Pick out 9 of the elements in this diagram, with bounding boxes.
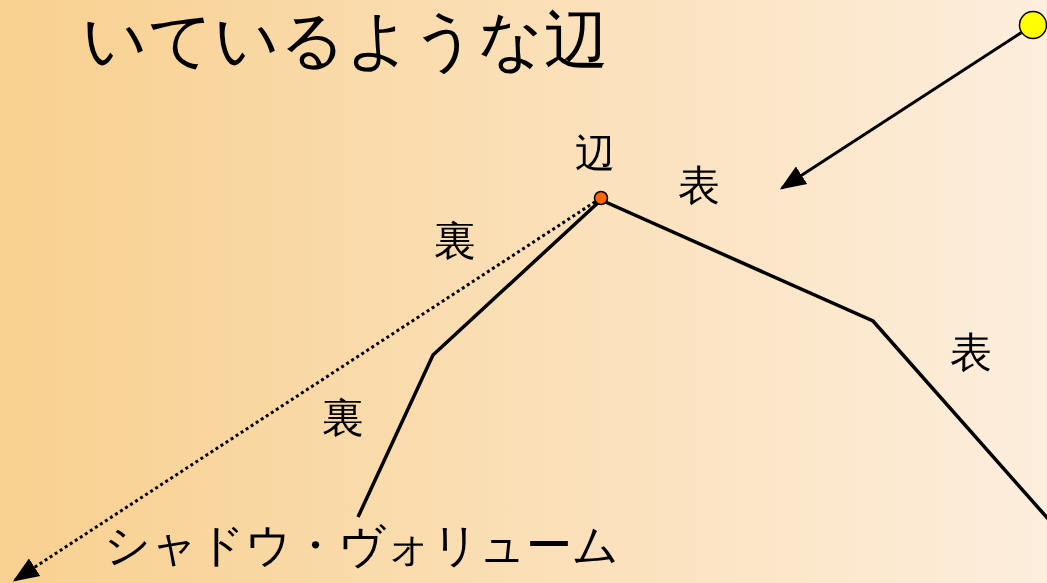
shadow-ray-arrow: [12, 200, 596, 582]
shadow-volume-label: シャドウ・ヴォリューム: [104, 522, 619, 568]
surface-label: 表: [678, 165, 720, 207]
surface-label: 裏: [322, 397, 364, 439]
vertex-label: 辺: [575, 133, 615, 173]
surface-label: 裏: [434, 220, 476, 262]
light-ray-arrow: [779, 31, 1023, 190]
surface-label: 表: [950, 332, 992, 374]
title: いているような辺: [82, 8, 608, 72]
